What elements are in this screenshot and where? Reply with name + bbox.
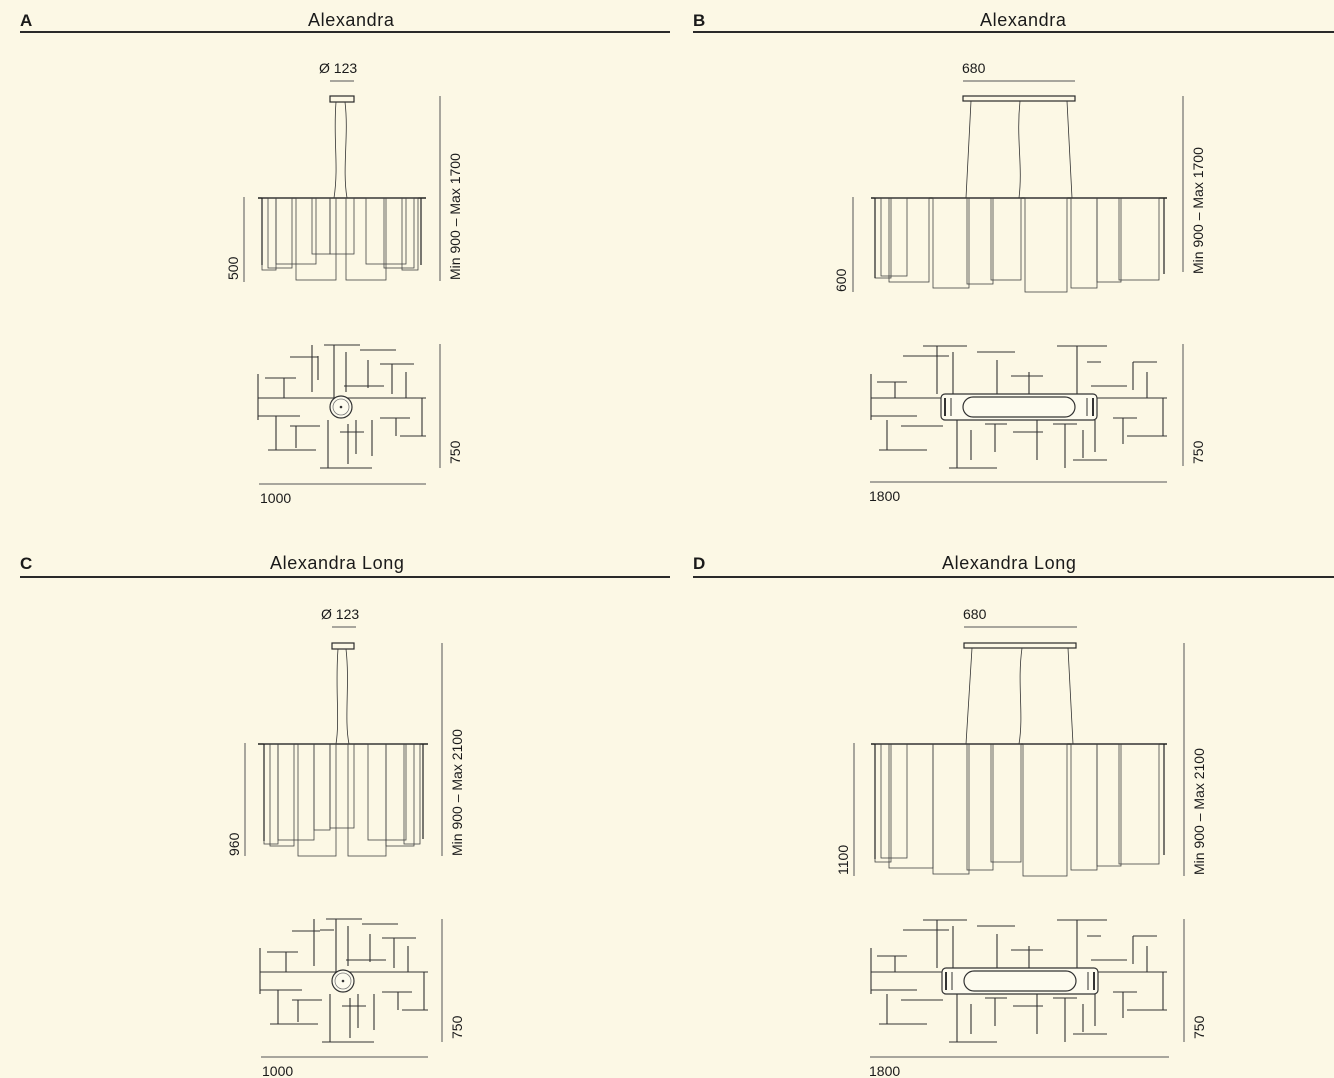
header-rule — [693, 31, 1334, 33]
width-label: 1800 — [869, 1063, 900, 1078]
header-rule — [693, 576, 1334, 578]
header-rule — [20, 31, 670, 33]
panel-letter: A — [20, 11, 33, 30]
panel-title: Alexandra Long — [942, 553, 1077, 573]
panel-c: C Alexandra Long Ø 123 960 Min 900 – Max… — [0, 539, 670, 1078]
width-label: 1000 — [260, 490, 291, 506]
canopy-diameter-label: Ø 123 — [319, 60, 357, 76]
panel-b: B Alexandra 680 600 Min 900 – Max 1700 — [667, 0, 1334, 539]
panel-letter: D — [693, 554, 706, 573]
panel-b-drawing: 680 600 Min 900 – Max 1700 — [833, 60, 1206, 504]
chandelier-elevation — [258, 743, 428, 857]
canopy-width-label: 680 — [963, 606, 987, 622]
suspension-range-label: Min 900 – Max 1700 — [447, 153, 463, 280]
body-height-label: 600 — [833, 268, 849, 292]
plan-depth-label: 750 — [447, 440, 463, 464]
chandelier-elevation — [871, 197, 1167, 293]
canopy — [963, 642, 1077, 649]
body-height-label: 500 — [225, 256, 241, 280]
suspension-cables — [335, 648, 350, 745]
body-height-label: 1100 — [835, 845, 851, 875]
canopy-width-label: 680 — [962, 60, 986, 76]
body-height-label: 960 — [226, 832, 242, 856]
suspension-cables — [965, 100, 1073, 199]
chandelier-elevation — [871, 743, 1167, 877]
suspension-range-label: Min 900 – Max 2100 — [1191, 748, 1207, 875]
canopy-diameter-label: Ø 123 — [321, 606, 359, 622]
canopy-plan-oval — [962, 396, 1076, 418]
panel-title: Alexandra — [308, 10, 395, 30]
panel-d: D Alexandra Long 680 1100 Min 900 – Max … — [667, 539, 1334, 1078]
suspension-cables — [965, 647, 1074, 745]
canopy-plan-oval — [963, 970, 1077, 992]
canopy — [962, 95, 1076, 102]
panel-title: Alexandra Long — [270, 553, 405, 573]
chandelier-elevation — [258, 197, 426, 281]
chandelier-plan — [870, 919, 1167, 1043]
panel-letter: B — [693, 11, 706, 30]
canopy — [331, 642, 355, 650]
header-rule — [20, 576, 670, 578]
panel-a: A Alexandra Ø 123 500 Min 900 – Max 170 — [0, 0, 670, 539]
chandelier-plan — [259, 918, 428, 1043]
canopy — [329, 95, 355, 103]
width-label: 1000 — [262, 1063, 293, 1078]
width-label: 1800 — [869, 488, 900, 504]
suspension-range-label: Min 900 – Max 1700 — [1190, 147, 1206, 274]
plan-depth-label: 750 — [1191, 1015, 1207, 1039]
panel-title: Alexandra — [980, 10, 1067, 30]
panel-letter: C — [20, 554, 33, 573]
plan-depth-label: 750 — [1190, 440, 1206, 464]
plan-depth-label: 750 — [449, 1015, 465, 1039]
panel-d-drawing: 680 1100 Min 900 – Max 2100 — [835, 606, 1207, 1078]
chandelier-plan — [257, 344, 426, 469]
suspension-range-label: Min 900 – Max 2100 — [449, 729, 465, 856]
panel-c-drawing: Ø 123 960 Min 900 – Max 2100 — [226, 606, 465, 1078]
suspension-cables — [333, 101, 348, 199]
panel-a-drawing: Ø 123 500 Min 900 – Max 1700 — [225, 60, 463, 506]
